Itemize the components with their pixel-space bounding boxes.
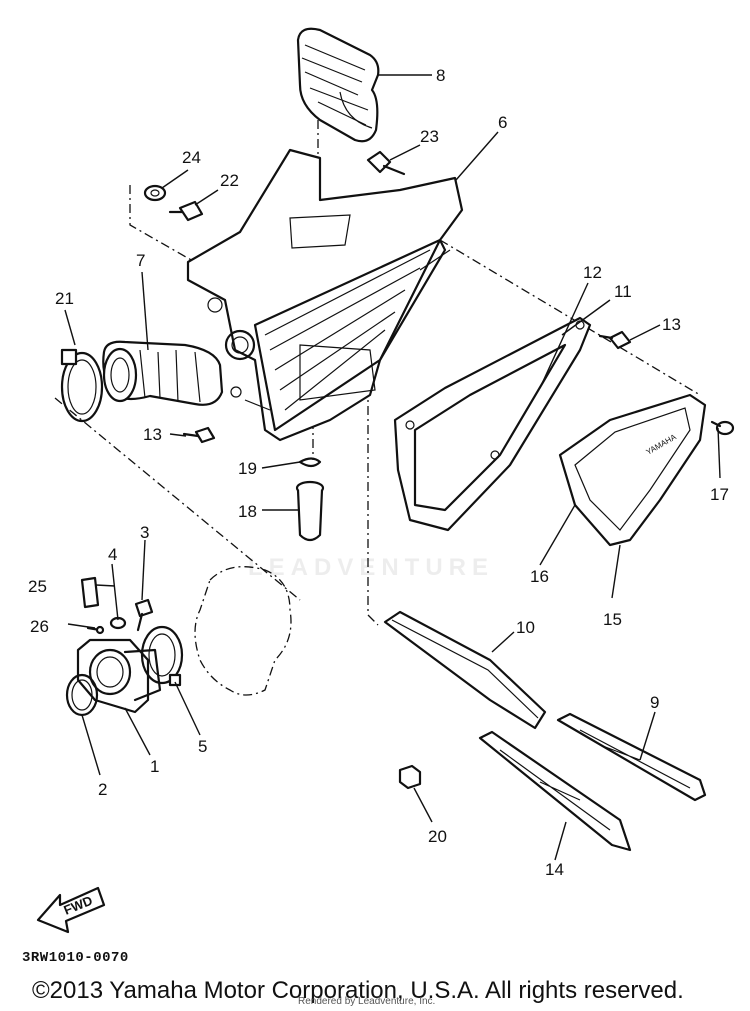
callout-11: 11 <box>614 282 632 301</box>
part-1-carb-joint <box>76 638 162 714</box>
part-13-screw-upper <box>598 330 632 350</box>
callout-8: 8 <box>436 66 445 85</box>
part-21-hose-clamp <box>60 348 104 423</box>
callout-18: 18 <box>238 502 257 521</box>
part-3-screw <box>134 598 154 632</box>
leader-lines <box>64 74 721 861</box>
callout-13-upper: 13 <box>662 315 681 334</box>
callout-17: 17 <box>710 485 729 504</box>
part-7-intake-joint <box>102 340 224 406</box>
part-5-clamp <box>140 625 184 687</box>
callout-16: 16 <box>530 567 549 586</box>
copyright-notice: ©2013 Yamaha Motor Corporation, U.S.A. A… <box>32 977 684 1004</box>
part-20-block <box>398 764 422 790</box>
callout-20: 20 <box>428 827 447 846</box>
diagram-code: 3RW1010-0070 <box>22 950 129 966</box>
callout-24: 24 <box>182 148 201 167</box>
callout-19: 19 <box>238 459 257 478</box>
part-18-drain-tube <box>295 480 325 542</box>
part-23-bolt <box>366 150 406 176</box>
callout-4: 4 <box>108 545 117 564</box>
callout-9: 9 <box>650 693 659 712</box>
callout-23: 23 <box>420 127 439 146</box>
callout-22: 22 <box>220 171 239 190</box>
part-9-filter-guide <box>556 712 707 802</box>
callout-13-lower: 13 <box>143 425 162 444</box>
fwd-arrow-icon: FWD <box>36 886 106 934</box>
callout-2: 2 <box>98 780 107 799</box>
part-8-intake-duct <box>296 27 380 143</box>
part-25-bush <box>80 576 100 609</box>
part-13-screw-lower <box>182 426 216 444</box>
callout-12: 12 <box>583 263 602 282</box>
part-19-clip <box>298 457 322 468</box>
part-15-side-cover: YAMAHA <box>558 393 707 547</box>
callout-1: 1 <box>150 757 159 776</box>
callout-14: 14 <box>545 860 564 879</box>
callout-6: 6 <box>498 113 507 132</box>
callout-21: 21 <box>55 289 74 308</box>
callout-3: 3 <box>140 523 149 542</box>
callout-25: 25 <box>28 577 47 596</box>
part-10-filter-element <box>383 610 547 730</box>
callout-15: 15 <box>603 610 622 629</box>
part-12-gasket <box>393 316 592 532</box>
callout-7: 7 <box>136 251 145 270</box>
part-24-washer <box>143 184 167 202</box>
carburetor-outline <box>194 566 292 696</box>
callout-26: 26 <box>30 617 49 636</box>
part-14-filter-guide <box>478 730 632 852</box>
part-17-screw <box>710 420 735 436</box>
part-26-pin <box>86 625 105 635</box>
part-6-air-box <box>186 148 464 442</box>
callout-10: 10 <box>516 618 535 637</box>
callout-labels: 8 6 23 24 22 7 21 12 11 13 13 19 18 17 1… <box>28 66 729 879</box>
rendered-by-notice: Rendered by Leadventure, Inc. <box>298 996 436 1007</box>
callout-5: 5 <box>198 737 207 756</box>
part-22-bolt <box>168 200 204 222</box>
